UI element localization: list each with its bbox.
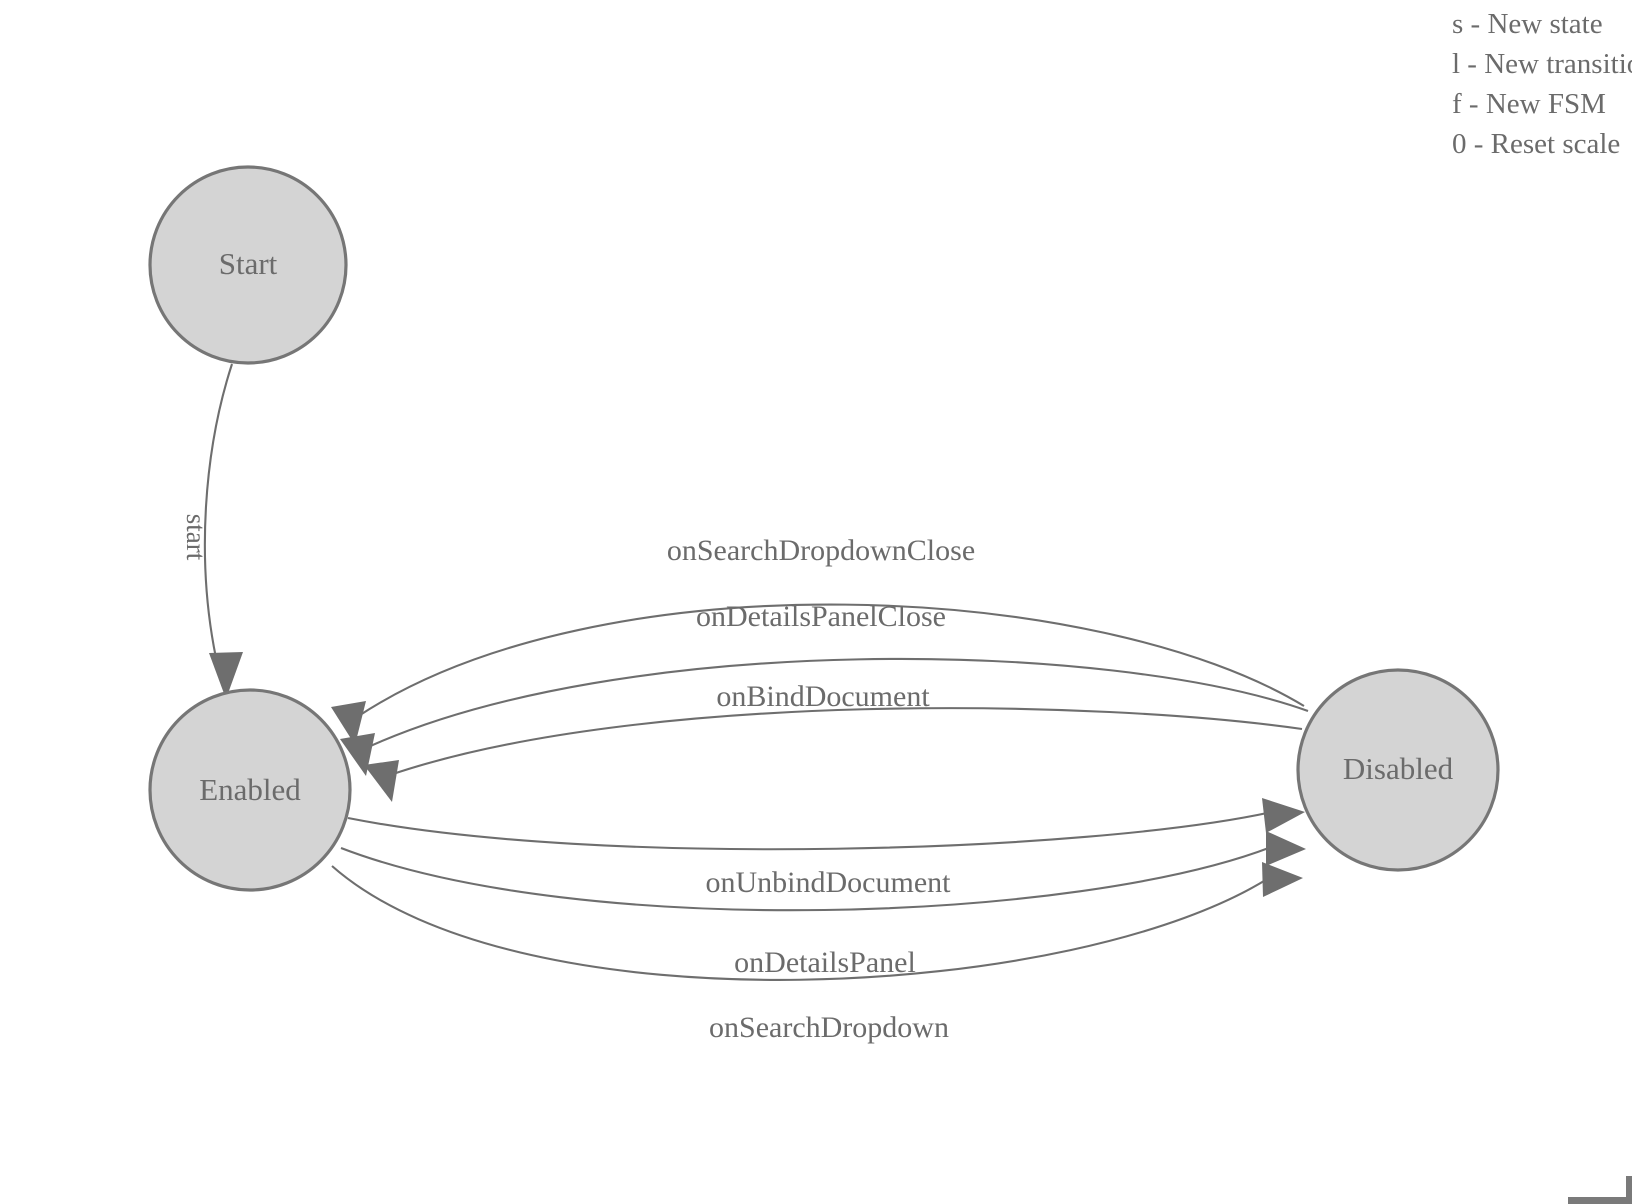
state-node-start-label: Start	[219, 246, 278, 281]
state-node-enabled-label: Enabled	[199, 772, 301, 807]
transition-start-path	[203, 363, 233, 659]
state-node-enabled[interactable]: Enabled	[148, 688, 352, 892]
transition-onsearchdropdownclose-path	[356, 603, 1305, 718]
transition-ondetailspanelclose[interactable]	[340, 657, 1309, 776]
state-node-enabled-circle[interactable]	[148, 688, 352, 892]
transition-onsearchdropdown-arrowhead	[1262, 862, 1303, 897]
state-node-disabled-circle[interactable]	[1296, 668, 1500, 872]
transition-onbinddocument-path	[389, 707, 1303, 776]
horizontal-scrollbar[interactable]	[1568, 1197, 1632, 1204]
transition-onbinddocument[interactable]	[364, 707, 1303, 802]
transition-label-ondetailspanelclose: onDetailsPanelClose	[696, 600, 946, 633]
keyboard-shortcuts-help: s - New state l - New transition f - New…	[1422, 0, 1632, 164]
state-node-start[interactable]: Start	[148, 165, 348, 365]
transition-onsearchdropdown-path	[331, 865, 1273, 981]
transition-onunbinddocument-arrowhead	[1262, 798, 1305, 833]
state-node-disabled[interactable]: Disabled	[1296, 668, 1500, 872]
transition-ondetailspanel-path	[340, 845, 1275, 912]
help-line-new-fsm: f - New FSM	[1452, 88, 1606, 120]
help-line-new-state: s - New state	[1452, 8, 1603, 40]
transition-label-onsearchdropdownclose: onSearchDropdownClose	[667, 534, 975, 567]
transition-label-start: start	[181, 514, 211, 561]
transition-onbinddocument-arrowhead	[364, 760, 399, 802]
transition-onunbinddocument-path	[347, 810, 1273, 851]
transition-label-ondetailspanel: onDetailsPanel	[734, 946, 916, 979]
transition-label-onunbinddocument: onUnbindDocument	[706, 866, 952, 899]
transition-onsearchdropdownclose[interactable]	[331, 603, 1305, 745]
transition-ondetailspanel[interactable]	[340, 831, 1306, 912]
scrollbar-corner	[1480, 1130, 1632, 1204]
help-line-new-transition: l - New transition	[1452, 48, 1632, 80]
transition-label-onbinddocument: onBindDocument	[716, 680, 930, 713]
transition-label-onsearchdropdown: onSearchDropdown	[709, 1011, 949, 1044]
transition-ondetailspanelclose-path	[365, 657, 1309, 749]
transition-ondetailspanel-arrowhead	[1266, 831, 1306, 866]
transition-onunbinddocument[interactable]	[347, 798, 1305, 851]
state-node-disabled-label: Disabled	[1343, 751, 1454, 786]
transition-onsearchdropdown[interactable]	[331, 862, 1303, 981]
help-line-reset-scale: 0 - Reset scale	[1452, 128, 1621, 160]
transition-onsearchdropdownclose-arrowhead	[331, 701, 366, 745]
vertical-scrollbar[interactable]	[1626, 1176, 1632, 1204]
state-node-start-circle[interactable]	[148, 165, 348, 365]
transition-start[interactable]	[203, 363, 243, 699]
transition-start-arrowhead	[209, 652, 243, 699]
